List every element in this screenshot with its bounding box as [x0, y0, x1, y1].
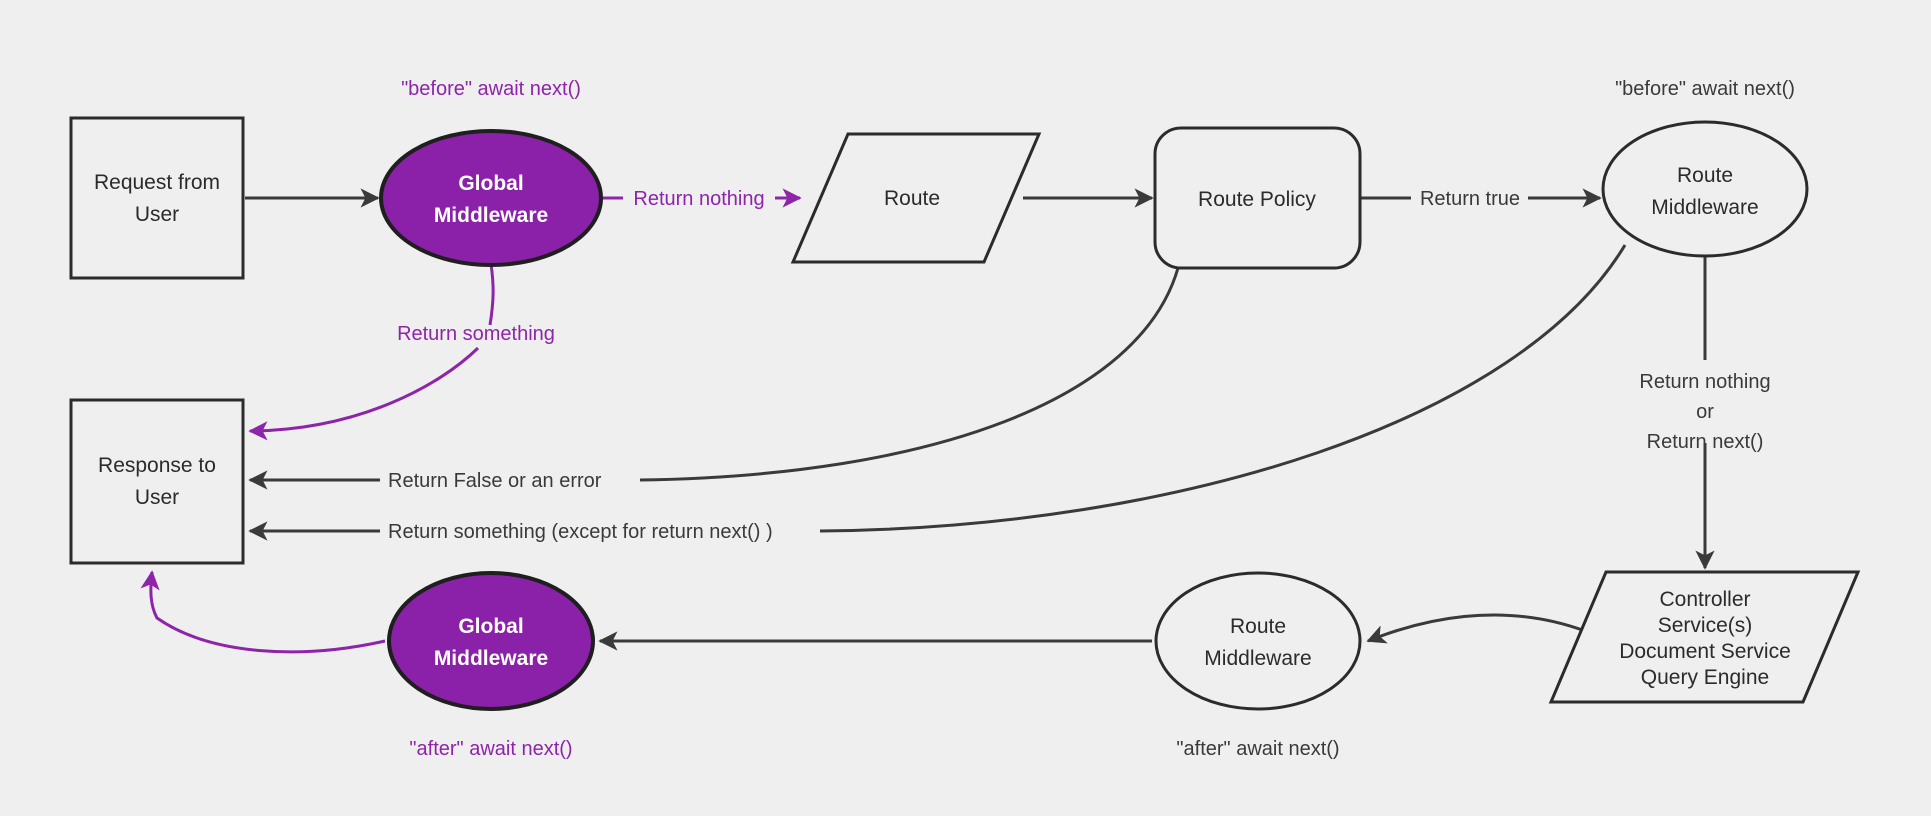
node-route-label: Route [884, 187, 940, 210]
node-route-middleware-bottom-label-line1: Route [1230, 615, 1286, 638]
edge-global-middleware-bottom-to-response [140, 570, 386, 654]
node-route-middleware-bottom[interactable] [1154, 571, 1362, 711]
edge-label-return-true: Return true [1420, 188, 1520, 210]
node-route-middleware-top[interactable] [1601, 120, 1809, 258]
node-route-middleware-top-label-line2: Middleware [1651, 196, 1758, 219]
edge-label-return-nothing: Return nothing [633, 188, 764, 210]
annotation-before-await-next-route: "before" await next() [1615, 78, 1795, 100]
node-response-to-user[interactable] [69, 398, 245, 565]
node-controller-label-line3: Document Service [1619, 640, 1791, 663]
edge-label-return-false-or-error: Return False or an error [388, 470, 602, 492]
node-route-middleware-top-label-line1: Route [1677, 164, 1733, 187]
node-request-label-line2: User [135, 203, 179, 226]
edge-label-return-nothing-or-next-line3: Return next() [1647, 431, 1764, 453]
node-controller-services[interactable] [1548, 570, 1861, 704]
node-controller-label-line4: Query Engine [1641, 666, 1769, 689]
node-global-middleware-bottom[interactable] [387, 571, 595, 711]
node-global-middleware-top-label-line1: Global [458, 172, 523, 195]
node-global-middleware-bottom-label-line2: Middleware [434, 647, 548, 670]
annotation-after-await-next-global: "after" await next() [409, 738, 572, 760]
edge-controller-to-route-middleware-bottom [1366, 613, 1586, 644]
node-route-policy[interactable] [1153, 126, 1362, 270]
node-request-label-line1: Request from [94, 171, 220, 194]
edge-label-return-something-except: Return something (except for return next… [388, 521, 773, 543]
node-request-from-user[interactable] [69, 116, 245, 280]
edge-label-return-nothing-or-next-line2: or [1696, 401, 1714, 423]
edge-label-return-nothing-or-next-line1: Return nothing [1639, 371, 1770, 393]
node-global-middleware-top-label-line2: Middleware [434, 204, 548, 227]
node-controller-label-line2: Service(s) [1658, 614, 1753, 637]
edge-route-policy-to-response-curve [639, 267, 1180, 482]
node-controller-label-line1: Controller [1659, 588, 1750, 611]
node-response-label-line1: Response to [98, 454, 216, 477]
edge-global-middleware-return-something-lower [248, 346, 480, 441]
node-response-label-line2: User [135, 486, 179, 509]
node-route[interactable] [790, 132, 1042, 264]
node-route-policy-label: Route Policy [1198, 188, 1316, 211]
node-global-middleware-top[interactable] [379, 129, 603, 267]
node-global-middleware-bottom-label-line1: Global [458, 615, 523, 638]
annotation-before-await-next-global: "before" await next() [401, 78, 581, 100]
edge-label-return-something: Return something [397, 323, 555, 345]
edge-global-middleware-return-something-upper [488, 263, 495, 326]
node-route-middleware-bottom-label-line2: Middleware [1204, 647, 1311, 670]
annotation-after-await-next-route: "after" await next() [1176, 738, 1339, 760]
edge-route-middleware-to-response-curve [819, 244, 1627, 533]
